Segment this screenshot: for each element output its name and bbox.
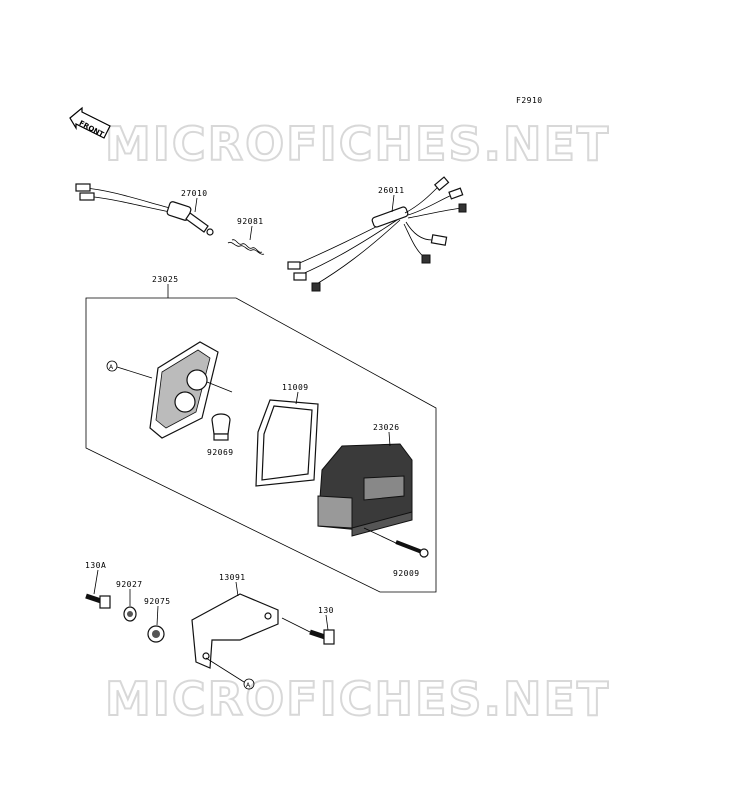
part-92081-spring[interactable] bbox=[227, 239, 265, 255]
part-92075-grommet[interactable] bbox=[147, 625, 165, 643]
label-23026: 23026 bbox=[373, 423, 400, 432]
label-130: 130 bbox=[318, 606, 334, 615]
label-92075: 92075 bbox=[144, 597, 171, 606]
part-26011-harness[interactable] bbox=[287, 176, 467, 292]
figure-code: F2910 bbox=[516, 96, 543, 105]
part-92027-collar[interactable] bbox=[123, 606, 137, 622]
label-26011: 26011 bbox=[378, 186, 405, 195]
part-130a-bolt[interactable] bbox=[85, 593, 111, 609]
watermark-top: MICROFICHES.NET bbox=[105, 117, 610, 171]
callout-a-bottom bbox=[243, 678, 255, 690]
callout-a-bottom-letter: A bbox=[246, 682, 251, 689]
label-27010: 27010 bbox=[181, 189, 208, 198]
part-11009-gasket[interactable] bbox=[255, 399, 319, 487]
label-92027: 92027 bbox=[116, 580, 143, 589]
label-23025: 23025 bbox=[152, 275, 179, 284]
part-130-bolt[interactable] bbox=[309, 629, 335, 645]
assembly-23025-outline bbox=[85, 297, 437, 593]
callout-a-top bbox=[106, 360, 118, 372]
part-13091-bracket[interactable] bbox=[191, 593, 279, 669]
part-23026-lens-cover[interactable] bbox=[317, 443, 413, 537]
label-11009: 11009 bbox=[282, 383, 309, 392]
label-92069: 92069 bbox=[207, 448, 234, 457]
watermark-bottom: MICROFICHES.NET bbox=[105, 672, 610, 726]
label-92009: 92009 bbox=[393, 569, 420, 578]
part-92009-screw[interactable] bbox=[395, 540, 429, 558]
label-130a: 130A bbox=[85, 561, 106, 570]
part-27010-switch[interactable] bbox=[75, 183, 214, 236]
label-13091: 13091 bbox=[219, 573, 246, 582]
part-lamp-base[interactable] bbox=[149, 341, 233, 439]
front-arrow-icon: FRONT bbox=[69, 106, 111, 139]
label-92081: 92081 bbox=[237, 217, 264, 226]
callout-a-top-letter: A bbox=[109, 364, 114, 371]
part-92069-bulb[interactable] bbox=[211, 413, 231, 441]
